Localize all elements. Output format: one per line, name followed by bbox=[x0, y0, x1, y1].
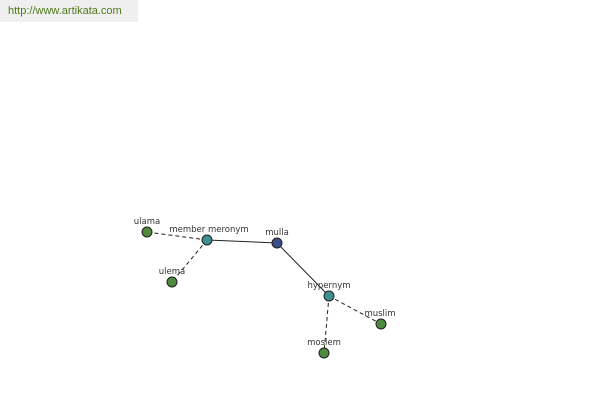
node-label-moslem: moslem bbox=[307, 338, 341, 348]
node-label-member-meronym: member meronym bbox=[169, 225, 248, 235]
node-member-meronym[interactable]: member meronym bbox=[169, 225, 249, 246]
node-dot-hypernym[interactable] bbox=[323, 290, 335, 302]
node-ulama[interactable]: ulama bbox=[134, 217, 160, 238]
edge-mulla-to-hypernym bbox=[276, 242, 330, 297]
edge-hypernym-to-moslem bbox=[323, 295, 330, 354]
node-label-ulama: ulama bbox=[134, 217, 160, 227]
node-moslem[interactable]: moslem bbox=[307, 338, 341, 359]
site-url-link[interactable]: http://www.artikata.com bbox=[8, 5, 122, 17]
edge-hypernym-to-muslim bbox=[328, 295, 382, 325]
nodes-layer: mulla member meronym hypernym ulama ulema mus… bbox=[134, 217, 396, 359]
edge-member-meronym-to-ulama bbox=[146, 231, 208, 241]
node-dot-ulema[interactable] bbox=[166, 276, 178, 288]
edges-layer bbox=[146, 231, 382, 354]
node-mulla[interactable]: mulla bbox=[265, 228, 289, 249]
node-hypernym[interactable]: hypernym bbox=[307, 281, 351, 302]
node-muslim[interactable]: muslim bbox=[364, 309, 396, 330]
edge-member-meronym-to-ulema bbox=[171, 239, 208, 283]
node-label-ulema: ulema bbox=[159, 267, 185, 277]
edge-mulla-to-member-meronym bbox=[206, 239, 278, 244]
node-label-hypernym: hypernym bbox=[307, 281, 350, 291]
node-dot-moslem[interactable] bbox=[318, 347, 330, 359]
node-ulema[interactable]: ulema bbox=[159, 267, 185, 288]
node-dot-member-meronym[interactable] bbox=[201, 234, 213, 246]
node-dot-ulama[interactable] bbox=[141, 226, 153, 238]
site-banner: http://www.artikata.com bbox=[0, 0, 138, 22]
node-dot-muslim[interactable] bbox=[375, 318, 387, 330]
node-label-muslim: muslim bbox=[364, 309, 395, 319]
node-label-mulla: mulla bbox=[265, 228, 289, 238]
node-dot-mulla[interactable] bbox=[271, 237, 283, 249]
